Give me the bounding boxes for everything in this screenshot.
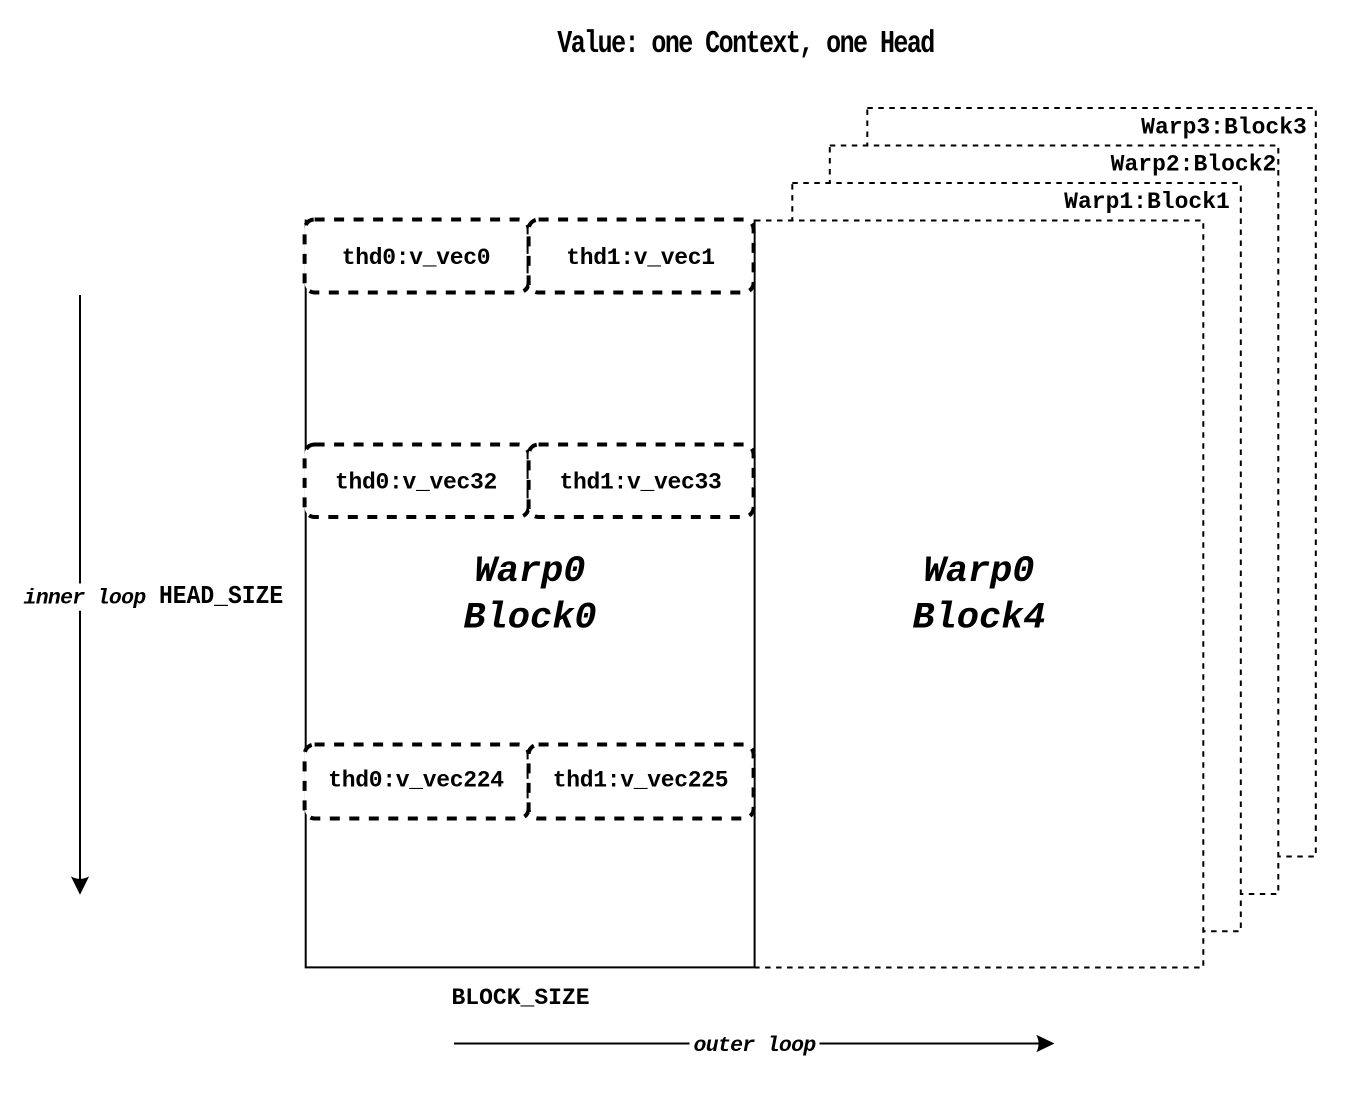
- svg-text:thd0:v_vec32: thd0:v_vec32: [335, 470, 497, 496]
- svg-text:inner loop: inner loop: [24, 586, 147, 610]
- svg-text:Warp2:Block2: Warp2:Block2: [1111, 152, 1277, 178]
- svg-text:Warp0: Warp0: [923, 551, 1034, 593]
- svg-text:thd1:v_vec225: thd1:v_vec225: [553, 768, 729, 794]
- svg-text:Warp0: Warp0: [474, 551, 585, 593]
- svg-text:BLOCK_SIZE: BLOCK_SIZE: [452, 985, 590, 1011]
- svg-text:Block4: Block4: [912, 597, 1045, 639]
- svg-text:HEAD_SIZE: HEAD_SIZE: [159, 583, 283, 611]
- svg-text:Value: one Context, one Head: Value: one Context, one Head: [557, 27, 934, 62]
- svg-text:outer loop: outer loop: [694, 1034, 817, 1058]
- svg-text:Block0: Block0: [463, 597, 596, 639]
- svg-text:Warp3:Block3: Warp3:Block3: [1141, 115, 1307, 141]
- svg-text:Warp1:Block1: Warp1:Block1: [1064, 189, 1230, 215]
- svg-text:thd1:v_vec33: thd1:v_vec33: [559, 470, 721, 496]
- svg-text:thd0:v_vec224: thd0:v_vec224: [328, 768, 504, 794]
- svg-text:thd1:v_vec1: thd1:v_vec1: [566, 245, 715, 271]
- svg-text:thd0:v_vec0: thd0:v_vec0: [342, 245, 491, 271]
